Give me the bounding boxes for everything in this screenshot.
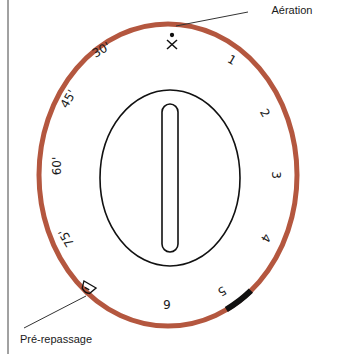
ring-black-mark	[226, 291, 251, 310]
aeration-leader-line	[176, 12, 248, 26]
knob-pointer	[162, 104, 178, 252]
dial-number: 4	[259, 232, 273, 245]
knob-circle	[100, 90, 240, 266]
dial-number: 3	[270, 171, 282, 179]
dial-number: 6	[163, 298, 171, 310]
aeration-symbol	[167, 34, 177, 49]
dial-time: 60'	[51, 157, 63, 176]
dial-number: 5	[216, 284, 229, 298]
callout-label: Pré-repassage	[20, 334, 92, 345]
callout-label: Aération	[272, 5, 313, 16]
pre-ironing-leader-line	[24, 296, 86, 328]
dial-number: 2	[258, 107, 272, 120]
dial-ring	[39, 24, 297, 326]
dial-time: 75'	[56, 227, 76, 249]
iron-symbol	[80, 281, 97, 296]
page-border-line	[8, 0, 9, 354]
dial-number: 1	[226, 53, 239, 67]
